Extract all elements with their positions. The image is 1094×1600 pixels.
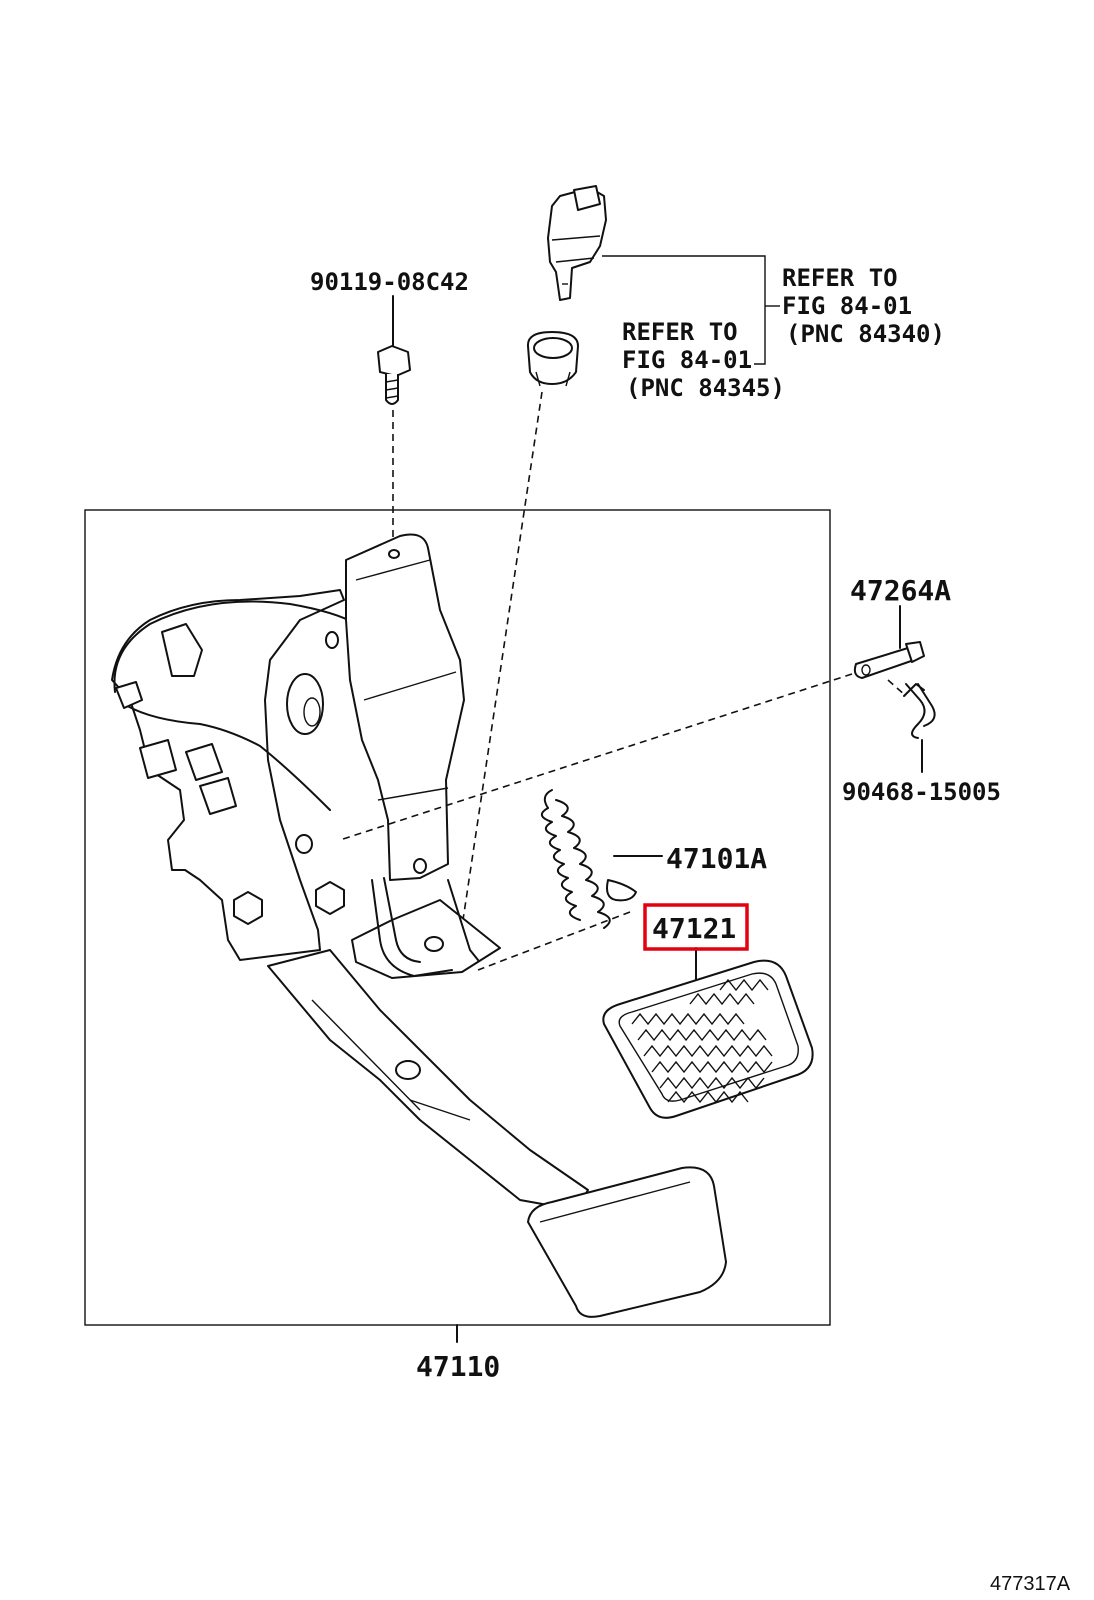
refer-a-bracket xyxy=(602,255,766,365)
return-spring[interactable] xyxy=(541,789,637,929)
pedal-arm[interactable] xyxy=(267,949,727,1318)
pad-callout[interactable]: 47121 xyxy=(652,912,736,945)
pad-highlight-box xyxy=(643,903,749,951)
clevis-pin[interactable] xyxy=(853,641,925,679)
pin-axis xyxy=(339,673,853,841)
figure-id: 477317A xyxy=(990,1573,1071,1595)
pedal-pad[interactable] xyxy=(602,959,814,1119)
bolt[interactable] xyxy=(377,345,411,405)
stop-lamp-switch[interactable] xyxy=(547,185,607,301)
clip[interactable] xyxy=(903,683,936,739)
spring-callout[interactable]: 47101A xyxy=(666,842,767,875)
switch-retainer[interactable] xyxy=(526,331,579,387)
refer-a-line1[interactable]: REFER TO xyxy=(782,264,898,292)
clip-callout[interactable]: 90468-15005 xyxy=(842,778,1001,806)
assembly-callout[interactable]: 47110 xyxy=(416,1350,500,1383)
spring-axis xyxy=(477,911,631,971)
pin-callout[interactable]: 47264A xyxy=(850,574,951,607)
refer-a-line2[interactable]: FIG 84-01 xyxy=(782,292,912,320)
retainer-axis xyxy=(459,391,543,941)
pedal-bracket[interactable] xyxy=(111,533,501,979)
bolt-callout[interactable]: 90119-08C42 xyxy=(310,268,469,296)
refer-b-line3[interactable]: (PNC 84345) xyxy=(626,374,785,402)
refer-b-line1[interactable]: REFER TO xyxy=(622,318,738,346)
refer-a-line3[interactable]: (PNC 84340) xyxy=(786,320,945,348)
refer-b-line2[interactable]: FIG 84-01 xyxy=(622,346,752,374)
clip-axis xyxy=(887,679,907,697)
